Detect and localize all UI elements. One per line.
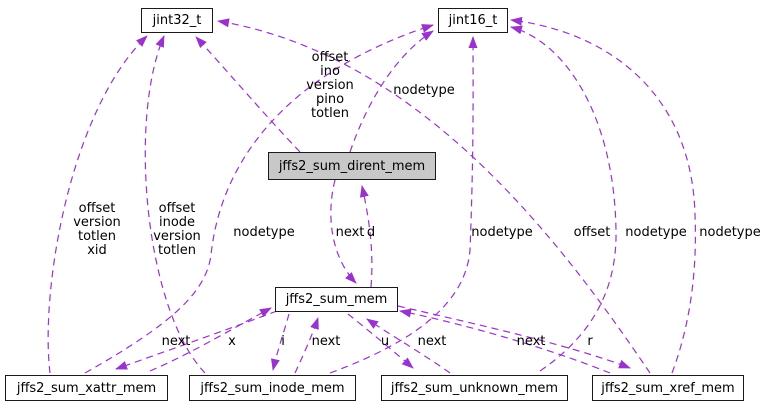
node-jffs2-sum-dirent-mem: jffs2_sum_dirent_mem [268,152,436,180]
node-jint32-t[interactable]: jint32_t [141,8,213,33]
edge-inode-next-to-sum [294,317,319,374]
edge-sum-x-to-xattr [115,310,278,370]
edge-sum-d-to-dirent [359,185,373,288]
edge-xref-next-to-sum [399,308,611,374]
edge-label-xattr-nodetype: nodetype [233,225,295,240]
edge-label-sum-x: x [228,334,236,349]
edge-unknown-next-to-sum [366,318,451,374]
edge-label-inode-next: next [311,334,341,349]
edge-xattr-nodetype-to-jint16 [84,24,434,374]
edge-xattr-fields-to-jint32 [47,35,148,374]
node-jffs2-sum-unknown-mem[interactable]: jffs2_sum_unknown_mem [381,375,568,401]
edge-dirent-next-to-sum [330,179,357,284]
edge-label-sum-d: d [366,225,376,240]
edge-label-unknown-next: next [417,334,447,349]
edge-xref-offset-to-jint32 [217,18,651,374]
edge-label-sum-u: u [380,334,390,349]
edge-label-dirent-next: next [335,225,365,240]
edge-label-inode-nodetype: nodetype [471,225,533,240]
node-jint16-t[interactable]: jint16_t [438,8,508,33]
edge-xattr-next-to-sum [149,307,272,372]
edge-label-sum-i: i [281,334,285,349]
edge-dirent-nodetype-to-jint16 [349,30,434,153]
edge-label-dirent-fields: offset ino version pino totlen [306,50,354,121]
edge-dirent-fields-to-jint32 [195,36,301,153]
edge-label-xref-nodetype: nodetype [699,225,761,240]
edge-unknown-nodetype-to-jint16 [510,25,617,372]
edge-label-unknown-nodetype: nodetype [625,225,687,240]
node-jffs2-sum-xattr-mem[interactable]: jffs2_sum_xattr_mem [5,375,168,401]
node-jffs2-sum-inode-mem[interactable]: jffs2_sum_inode_mem [189,375,356,401]
edge-sum-u-to-unknown [347,313,414,369]
edge-label-dirent-nodetype: nodetype [393,83,455,98]
node-jffs2-sum-mem[interactable]: jffs2_sum_mem [275,287,398,312]
edge-label-xref-offset: offset [573,225,611,240]
edge-label-inode-fields: offset inode version totlen [153,201,201,258]
edge-sum-i-to-inode [270,313,290,371]
node-jffs2-sum-xref-mem[interactable]: jffs2_sum_xref_mem [592,375,744,401]
edge-inode-nodetype-to-jint16 [329,36,478,374]
edge-label-xattr-fields: offset version totlen xid [73,201,121,258]
edge-label-sum-r: r [587,334,593,349]
edge-inode-fields-to-jint32 [144,35,206,374]
edge-label-xref-next: next [516,334,546,349]
edge-label-xattr-next: next [161,334,191,349]
edge-xref-nodetype-to-jint16 [510,16,696,374]
